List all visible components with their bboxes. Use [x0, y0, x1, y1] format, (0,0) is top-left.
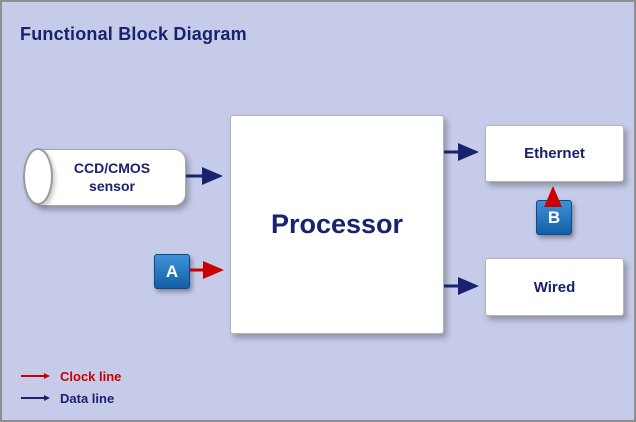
processor-block: Processor — [230, 115, 444, 334]
wired-label: Wired — [533, 278, 576, 296]
page-title: Functional Block Diagram — [20, 24, 247, 44]
sensor-block: CCD/CMOS sensor — [38, 149, 186, 206]
legend-row-clock: Clock line — [20, 365, 121, 387]
processor-label: Processor — [270, 209, 404, 239]
wired-block: Wired — [485, 258, 624, 316]
legend-clock-label: Clock line — [60, 368, 122, 384]
badge-a-label: A — [165, 261, 179, 281]
ethernet-block: Ethernet — [485, 125, 624, 182]
sensor-label-line1: CCD/CMOS — [73, 160, 151, 176]
ethernet-label: Ethernet — [524, 145, 585, 162]
data-line-sample — [21, 395, 50, 401]
badge-b: B — [536, 200, 572, 235]
legend-data-label: Data line — [60, 390, 115, 406]
badge-b-label: B — [547, 207, 561, 227]
clock-line-sample — [21, 373, 50, 379]
legend: Clock line Data line — [20, 365, 121, 409]
legend-row-data: Data line — [20, 387, 121, 409]
sensor-label-line2: sensor — [89, 177, 135, 194]
sensor-cylinder-cap — [23, 148, 53, 205]
badge-a: A — [154, 254, 190, 289]
